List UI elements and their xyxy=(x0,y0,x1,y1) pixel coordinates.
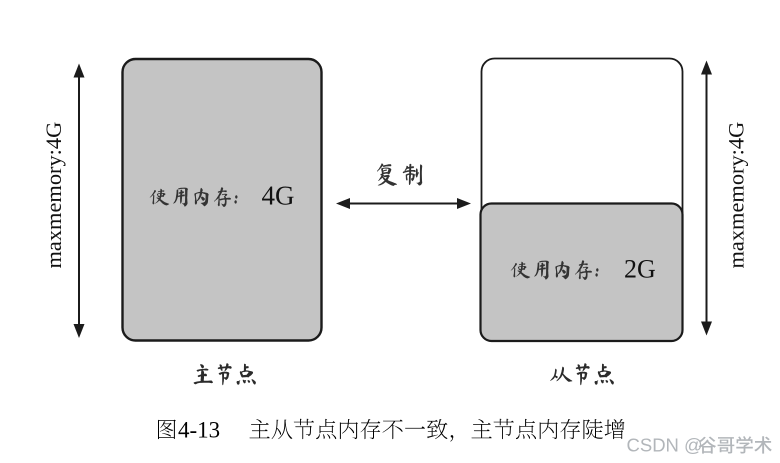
svg-text:maxmemory:4G: maxmemory:4G xyxy=(724,122,749,269)
svg-text:CSDN @: CSDN @ xyxy=(627,435,703,456)
svg-text:4-13: 4-13 xyxy=(178,418,220,443)
svg-text:4G: 4G xyxy=(262,181,295,211)
svg-text:2G: 2G xyxy=(624,255,656,284)
svg-text:maxmemory:4G: maxmemory:4G xyxy=(41,122,66,269)
